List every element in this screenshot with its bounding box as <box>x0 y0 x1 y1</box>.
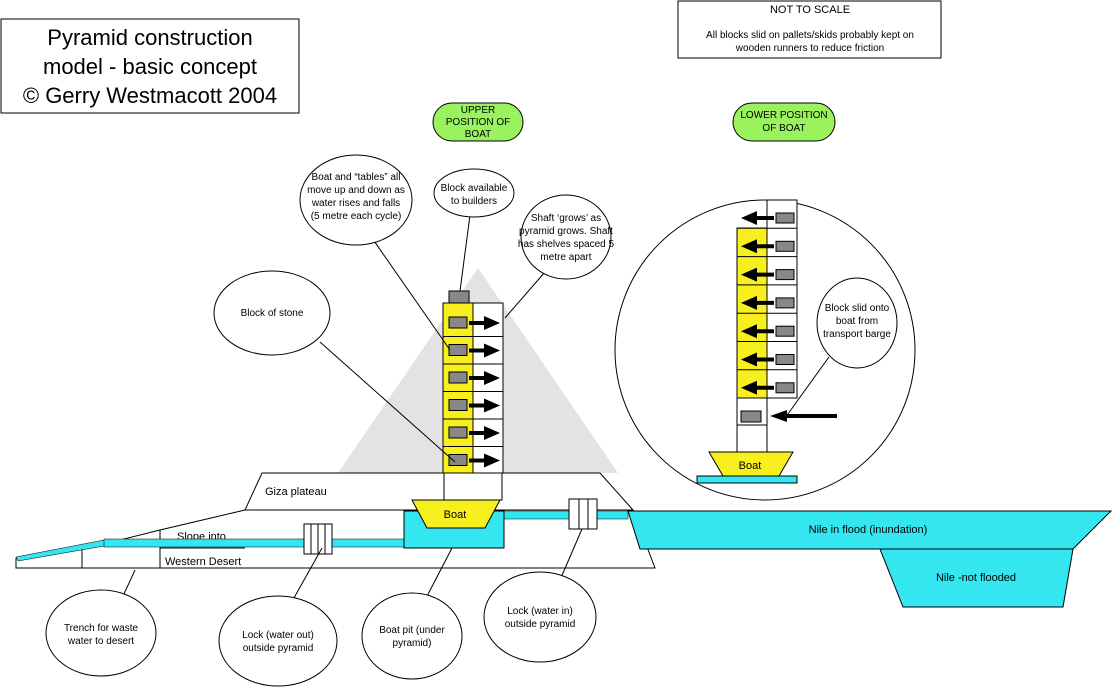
callout-boat-tables-line-4: (5 metre each cycle) <box>311 211 402 222</box>
stone-block <box>775 382 795 394</box>
stone-block <box>448 399 468 411</box>
lower-position-label: LOWER POSITION OF BOAT <box>732 102 836 142</box>
callout-block-available: Block available to builders <box>433 168 515 218</box>
lock-water-in <box>568 498 598 530</box>
detail-circle <box>614 199 916 501</box>
incoming-arrow <box>770 410 837 422</box>
push-arrow-left <box>741 352 774 367</box>
note-line-2: wooden runners to reduce friction <box>735 43 884 54</box>
push-arrow-left <box>741 380 774 395</box>
callout-block-slid-line-2: boat from <box>836 316 878 327</box>
callout-block-of-stone: Block of stone <box>213 270 331 356</box>
push-arrow-right <box>469 343 500 358</box>
callout-block-slid: Block slid onto boat from transport barg… <box>816 277 898 369</box>
callout-block-available-line-2: to builders <box>451 196 497 207</box>
western-desert-label: Western Desert <box>165 556 241 568</box>
stone-block <box>775 354 795 365</box>
upper-position-line-2: POSITION OF <box>446 117 510 128</box>
callout-lock-out: Lock (water out) outside pyramid <box>218 595 338 687</box>
title-line-3: © Gerry Westmacott 2004 <box>23 83 277 108</box>
callout-lock-in: Lock (water in) outside pyramid <box>483 571 597 663</box>
callout-shaft-grows-line-1: Shaft ‘grows’ as <box>531 213 601 224</box>
upper-position-line-1: UPPER <box>461 105 495 116</box>
callout-shaft-grows: Shaft ‘grows’ as pyramid grows. Shaft ha… <box>518 194 615 280</box>
nile-flood-label: Nile in flood (inundation) <box>809 524 928 536</box>
incoming-block <box>740 410 762 423</box>
callout-lock-out-line-2: outside pyramid <box>243 643 314 654</box>
upper-position-label: UPPER POSITION OF BOAT <box>432 102 524 142</box>
callout-boat-pit: Boat pit (under pyramid) <box>361 592 463 680</box>
lower-position-line-1: LOWER POSITION <box>740 110 827 121</box>
stone-block <box>448 371 468 384</box>
boat-main: Boat <box>411 499 501 529</box>
lower-position-line-2: OF BOAT <box>762 123 805 134</box>
upper-position-line-3: BOAT <box>465 129 491 140</box>
push-arrow-right <box>469 316 500 330</box>
stone-block <box>775 212 795 224</box>
giza-plateau-label: Giza plateau <box>265 486 327 498</box>
note-box: NOT TO SCALE All blocks slid on pallets/… <box>677 0 942 59</box>
callout-block-of-stone-text: Block of stone <box>241 308 304 319</box>
push-arrow-left <box>741 295 774 310</box>
stone-block <box>775 240 795 252</box>
callout-trench-line-2: water to desert <box>67 636 134 647</box>
title-line-2: model - basic concept <box>43 54 257 79</box>
push-arrow-right <box>469 426 500 440</box>
callout-lock-in-line-2: outside pyramid <box>505 619 576 630</box>
callout-block-available-line-1: Block available <box>441 183 508 194</box>
title-line-1: Pyramid construction <box>47 25 252 50</box>
push-arrow-left <box>741 239 774 254</box>
water-channels <box>15 510 629 562</box>
stone-block <box>448 344 468 356</box>
callout-trench-line-1: Trench for waste <box>64 623 139 634</box>
stone-block <box>775 269 795 281</box>
nile-not-flooded-label: Nile -not flooded <box>936 572 1016 584</box>
detail-shaft <box>736 199 798 453</box>
push-arrow-right <box>469 371 500 385</box>
block-available <box>448 290 470 304</box>
nile-not-flooded: Nile -not flooded <box>879 548 1074 608</box>
push-arrow-right <box>469 453 500 468</box>
stone-block <box>448 454 468 466</box>
giza-plateau: Giza plateau <box>244 472 635 511</box>
callout-boat-pit-line-1: Boat pit (under <box>379 625 445 636</box>
title-box: Pyramid construction model - basic conce… <box>0 18 300 114</box>
callout-lock-in-line-1: Lock (water in) <box>507 606 573 617</box>
stone-block <box>448 426 468 439</box>
boat-detail-label: Boat <box>739 460 762 472</box>
callout-boat-tables-line-1: Boat and “tables” all <box>312 172 401 183</box>
stone-block <box>448 316 468 329</box>
callout-boat-tables: Boat and “tables” all move up and down a… <box>299 154 413 246</box>
lock-water-out <box>303 523 333 555</box>
nile-flood: Nile in flood (inundation) <box>627 510 1113 550</box>
boat-detail: Boat <box>696 451 798 484</box>
note-heading: NOT TO SCALE <box>770 4 850 16</box>
stone-block <box>775 325 795 337</box>
callout-boat-tables-line-3: water rises and falls <box>311 198 400 209</box>
callout-boat-tables-line-2: move up and down as <box>307 185 405 196</box>
callout-shaft-grows-line-4: metre apart <box>540 252 591 263</box>
callout-boat-pit-line-2: pyramid) <box>393 638 432 649</box>
main-shaft <box>442 302 504 501</box>
note-line-1: All blocks slid on pallets/skids probabl… <box>706 30 914 41</box>
callout-block-slid-line-1: Block slid onto <box>825 303 890 314</box>
callout-trench: Trench for waste water to desert <box>45 589 157 677</box>
stone-block <box>775 297 795 309</box>
push-arrow-left <box>741 267 774 282</box>
push-arrow-left <box>741 211 774 225</box>
push-arrow-right <box>469 398 500 413</box>
callout-shaft-grows-line-3: has shelves spaced 5 <box>518 239 615 250</box>
push-arrow-left <box>741 324 774 339</box>
callout-block-slid-line-3: transport barge <box>823 329 891 340</box>
callout-shaft-grows-line-2: pyramid grows. Shaft <box>519 226 613 237</box>
boat-main-label: Boat <box>444 509 467 521</box>
callout-lock-out-line-1: Lock (water out) <box>242 630 314 641</box>
